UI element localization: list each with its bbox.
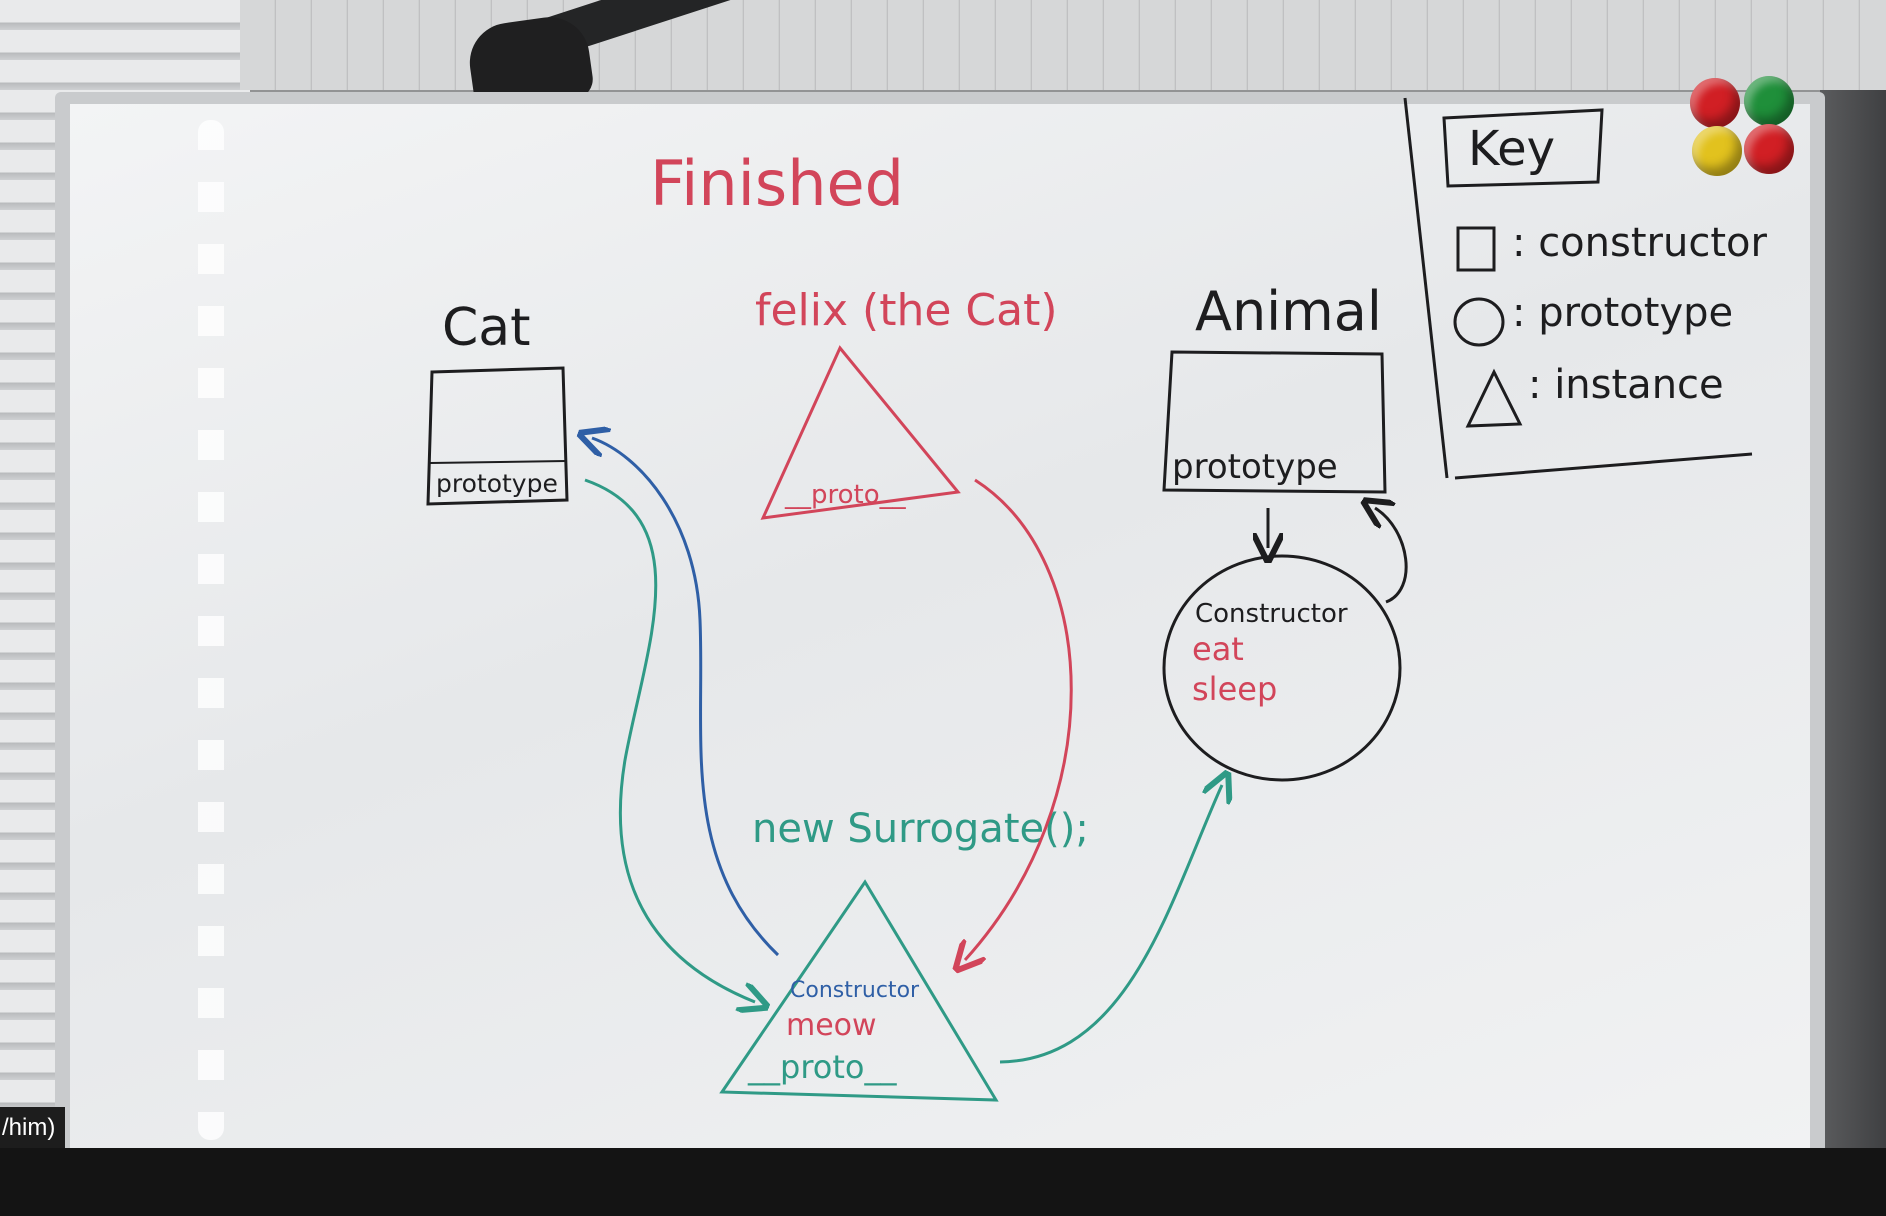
background-shelf — [1820, 90, 1886, 1148]
animal-circle-eat: eat — [1192, 630, 1244, 668]
cat-label: Cat — [442, 298, 531, 358]
key-constructor-text: : constructor — [1512, 220, 1767, 266]
key-circle-icon — [1453, 297, 1505, 347]
animal-circle-constructor: Constructor — [1195, 599, 1348, 629]
magnet-yellow — [1692, 126, 1742, 176]
surrogate-label: new Surrogate(); — [752, 806, 1089, 852]
key-square-icon — [1456, 226, 1496, 272]
key-title-box — [1442, 108, 1604, 188]
felix-proto-text: __proto__ — [784, 480, 907, 510]
cat-prototype-text: prototype — [436, 469, 558, 498]
magnet-red-1 — [1690, 78, 1740, 128]
video-frame: Finished Cat prototype felix (the Cat) _… — [0, 0, 1886, 1148]
key-divider-vertical — [1403, 97, 1449, 479]
surrogate-proto-to-animal-arrow — [999, 785, 1222, 1064]
magnet-red-2 — [1744, 124, 1794, 174]
surrogate-meow-text: meow — [786, 1008, 877, 1043]
felix-label: felix (the Cat) — [755, 285, 1058, 336]
cat-constructor-square — [426, 366, 569, 506]
light-reflection — [198, 120, 224, 1140]
key-divider-horizontal — [1454, 452, 1753, 480]
surrogate-constructor-text: Constructor — [790, 978, 920, 1003]
key-triangle-icon — [1465, 368, 1523, 428]
animal-circle-sleep: sleep — [1192, 670, 1277, 708]
cat-box-divider — [429, 460, 567, 464]
whiteboard — [70, 104, 1810, 1148]
animal-prototype-text: prototype — [1172, 447, 1338, 487]
animal-constructor-square — [1162, 350, 1387, 494]
magnet-green — [1744, 76, 1794, 126]
animal-label: Animal — [1195, 280, 1382, 343]
key-title: Key — [1468, 121, 1555, 177]
felix-proto-to-surrogate-arrow — [965, 478, 1073, 960]
participant-name-tag: /him) — [0, 1107, 66, 1148]
video-bottom-bar — [0, 1148, 1886, 1216]
cat-prototype-to-surrogate-arrow — [584, 478, 755, 1002]
key-prototype-text: : prototype — [1512, 290, 1733, 336]
key-instance-text: : instance — [1528, 362, 1724, 408]
board-title: Finished — [650, 147, 904, 220]
constructor-back-arrow — [1375, 508, 1408, 604]
surrogate-to-cat-arrow — [592, 438, 780, 957]
animal-prototype-circle — [1162, 554, 1402, 782]
surrogate-instance-triangle — [719, 879, 999, 1102]
surrogate-proto-text: __proto__ — [747, 1048, 897, 1086]
felix-instance-triangle — [760, 345, 961, 520]
whiteboard-drawing: Finished Cat prototype felix (the Cat) _… — [426, 97, 1767, 1102]
